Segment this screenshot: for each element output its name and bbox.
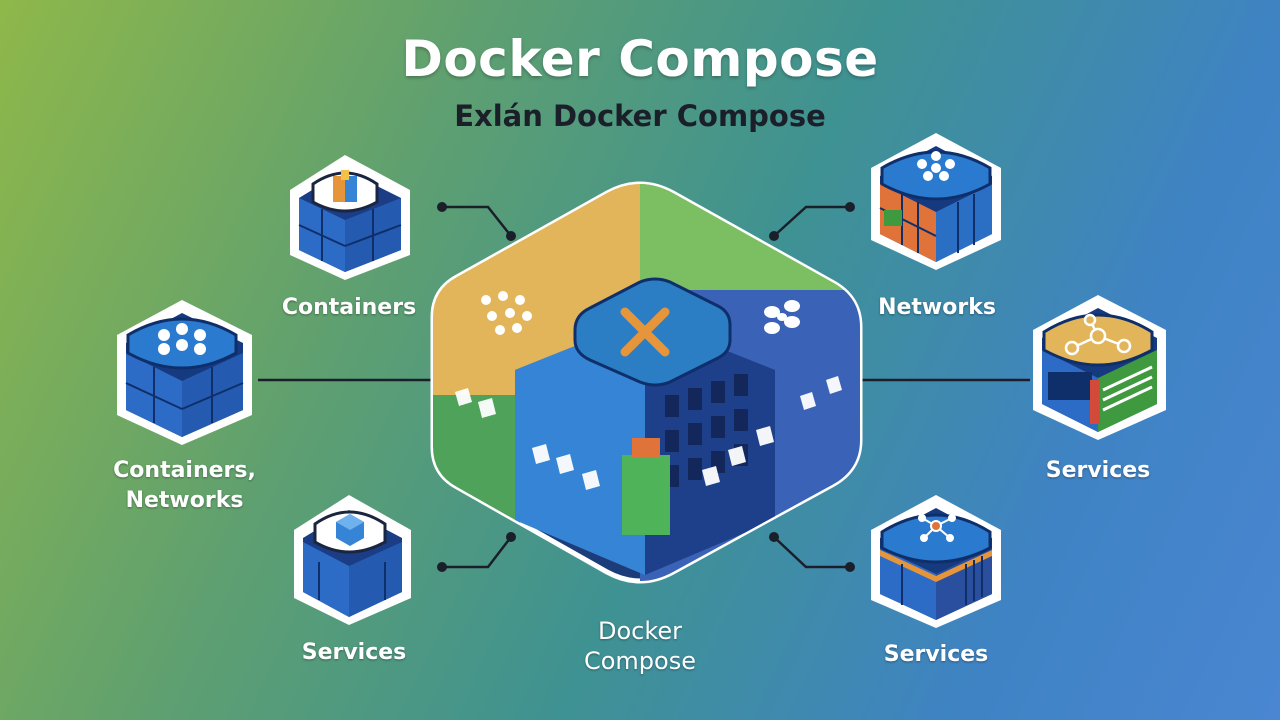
connectors [258,205,1030,569]
connector-services-bottom-left [442,536,512,569]
cube-icon [333,170,357,202]
connector-containers-top [442,205,512,237]
center-page-shapes [455,376,842,490]
cross-tools-icon [620,307,670,357]
center-dots-right [764,300,800,334]
center-dots-left [481,291,532,335]
label-center-line2: Compose [583,647,696,675]
services-bottom-left-block [294,495,411,625]
label-center-line1: Docker [597,617,683,645]
label-containers-networks-line2: Networks [125,488,244,513]
services-bottom-right-block [871,495,1001,628]
node-graph-icon [1064,313,1132,356]
label-containers-networks-line1: Containers, [113,458,256,483]
page-title: Docker Compose [401,30,879,88]
dots-cluster-icon [158,323,206,355]
label-containers-top: Containers [281,295,417,320]
page-subtitle: Exlán Docker Compose [454,99,826,133]
cube-icon [336,514,364,546]
label-services-right: Services [1045,458,1151,483]
dots-cluster-icon [917,151,955,181]
containers-top-block [290,155,410,280]
connector-dots [437,202,855,572]
label-services-bottom-left: Services [301,640,407,665]
label-networks-top-right: Networks [878,295,996,320]
connector-services-bottom-right [773,536,850,569]
central-hexagon [430,181,863,584]
label-services-bottom-right: Services [883,642,989,667]
connector-networks-top [773,205,850,237]
networks-top-right-block [871,133,1001,270]
node-graph-icon [918,514,956,542]
services-right-block [1033,295,1166,440]
containers-networks-block [117,300,252,445]
